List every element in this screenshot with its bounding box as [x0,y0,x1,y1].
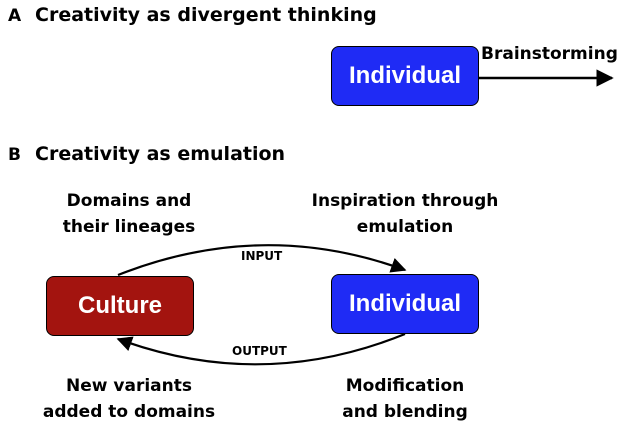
input-arrow [117,244,407,277]
culture-box: Culture [46,276,194,336]
panel-b-title: Creativity as emulation [35,143,286,165]
brainstorming-label: Brainstorming [481,44,618,64]
output-label: OUTPUT [232,344,287,358]
output-arrow [116,332,406,366]
panel-a-title: Creativity as divergent thinking [35,4,377,26]
individual-box-a: Individual [331,46,479,106]
modification-label: Modification and blending [342,376,468,422]
individual-box-b: Individual [331,274,479,334]
input-label: INPUT [241,249,283,263]
panel-a-letter: A [8,6,22,26]
domains-label: Domains and their lineages [62,191,196,237]
panel-b-letter: B [8,145,21,165]
inspiration-label: Inspiration through emulation [311,191,499,237]
new-variants-label: New variants added to domains [42,376,216,422]
